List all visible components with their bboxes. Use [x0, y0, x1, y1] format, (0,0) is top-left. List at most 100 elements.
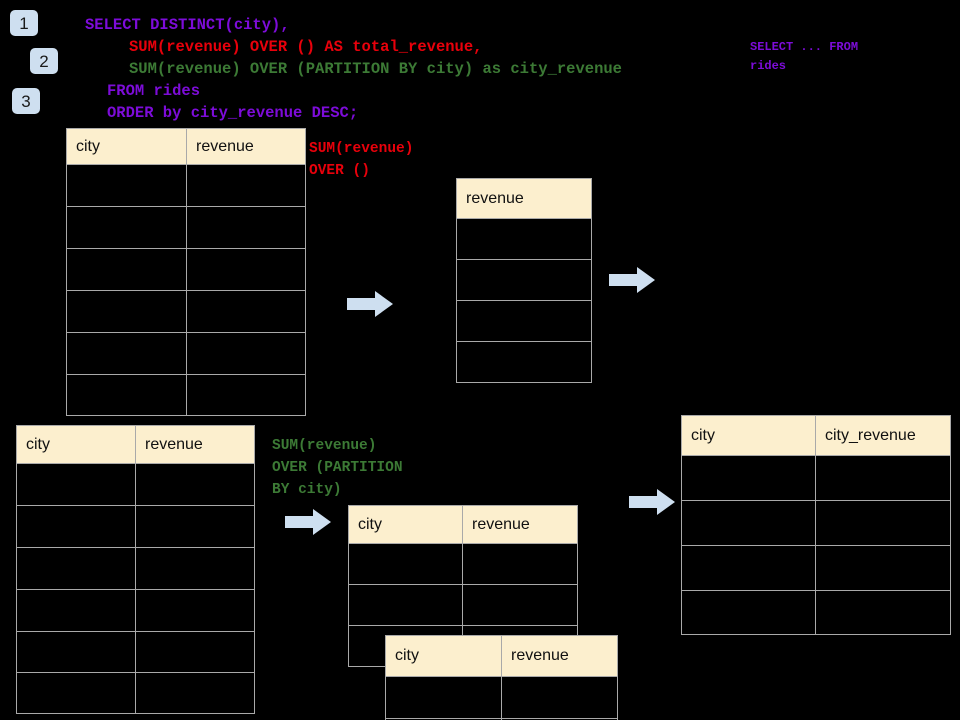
query-line-select: SELECT DISTINCT(city), [85, 16, 290, 34]
cell-revenue [135, 631, 255, 673]
cell-city [681, 545, 816, 591]
table-row [66, 206, 306, 249]
column-header-revenue: revenue [501, 635, 618, 677]
table-row [681, 455, 951, 501]
cell-revenue [501, 676, 618, 719]
column-header-city: city [348, 505, 463, 544]
column-header-city: city [66, 128, 187, 165]
table-row [16, 631, 255, 673]
table-row [16, 547, 255, 590]
step-badge-1: 1 [10, 10, 38, 36]
cell-city-revenue [815, 545, 951, 591]
cell-city [66, 332, 187, 375]
table-header-row: revenue [456, 178, 592, 219]
cell-revenue [135, 547, 255, 590]
annotation-sum-over-partition: SUM(revenue) OVER (PARTITION BY city) [272, 438, 403, 498]
cell-city [66, 248, 187, 291]
cell-city [16, 463, 136, 506]
cell-revenue [186, 206, 306, 249]
table-row [456, 218, 592, 260]
table-source-top: city revenue [66, 128, 306, 416]
cell-revenue [456, 259, 592, 301]
arrow-right-icon-source-to-total [347, 291, 393, 317]
cell-city [66, 290, 187, 333]
table-partition-front: city revenue [385, 635, 618, 720]
cell-revenue [462, 543, 578, 585]
table-row [66, 374, 306, 416]
cell-city [16, 505, 136, 548]
query-line-order-by: ORDER by city_revenue DESC; [107, 104, 359, 122]
cell-revenue [186, 248, 306, 291]
query-line-from: FROM rides [107, 82, 201, 100]
cell-city [348, 584, 463, 626]
annotation-select-from-rides: SELECT ... FROM rides [750, 40, 859, 73]
arrow-right-icon-total-to-result [609, 267, 655, 293]
table-result: city city_revenue [681, 415, 951, 635]
table-row [16, 505, 255, 548]
table-row [681, 500, 951, 546]
step-badge-1-label: 1 [19, 13, 29, 33]
cell-city [66, 206, 187, 249]
column-header-revenue: revenue [186, 128, 306, 165]
table-header-row: city revenue [66, 128, 306, 165]
cell-city [16, 672, 136, 714]
cell-city [66, 164, 187, 207]
cell-revenue [456, 341, 592, 383]
step-badge-3: 3 [12, 88, 40, 114]
cell-revenue [135, 463, 255, 506]
column-header-city: city [681, 415, 816, 456]
cell-city [16, 589, 136, 632]
table-header-row: city revenue [348, 505, 578, 544]
table-row [16, 589, 255, 632]
cell-city [16, 547, 136, 590]
table-row [681, 545, 951, 591]
step-badge-3-label: 3 [21, 91, 31, 111]
table-header-row: city revenue [16, 425, 255, 464]
column-header-revenue: revenue [456, 178, 592, 219]
cell-revenue [186, 290, 306, 333]
cell-city [681, 455, 816, 501]
query-line-city-revenue: SUM(revenue) OVER (PARTITION BY city) as… [129, 60, 622, 78]
table-row [66, 290, 306, 333]
column-header-city: city [385, 635, 502, 677]
query-line-total-revenue: SUM(revenue) OVER () AS total_revenue, [129, 38, 483, 56]
table-row [16, 672, 255, 714]
cell-revenue [456, 300, 592, 342]
table-total-revenue: revenue [456, 178, 592, 383]
table-row [16, 463, 255, 506]
table-row [681, 590, 951, 635]
column-header-revenue: revenue [135, 425, 255, 464]
table-row [456, 341, 592, 383]
table-source-bottom: city revenue [16, 425, 255, 714]
arrow-right-icon-partition-to-result [629, 489, 675, 515]
table-row [66, 332, 306, 375]
cell-revenue [186, 164, 306, 207]
table-row [348, 584, 578, 626]
cell-revenue [135, 672, 255, 714]
step-badge-2-label: 2 [39, 51, 49, 71]
table-row [456, 259, 592, 301]
table-row [456, 300, 592, 342]
cell-city-revenue [815, 500, 951, 546]
table-row [66, 248, 306, 291]
cell-revenue [135, 589, 255, 632]
column-header-revenue: revenue [462, 505, 578, 544]
table-row [348, 543, 578, 585]
table-header-row: city revenue [385, 635, 618, 677]
arrow-right-icon-source-to-partition [285, 509, 331, 535]
cell-revenue [186, 332, 306, 375]
cell-revenue [456, 218, 592, 260]
table-row [66, 164, 306, 207]
cell-city [681, 590, 816, 635]
cell-city [348, 543, 463, 585]
cell-revenue [186, 374, 306, 416]
cell-revenue [135, 505, 255, 548]
cell-city [681, 500, 816, 546]
table-row [385, 718, 618, 720]
column-header-city: city [16, 425, 136, 464]
table-header-row: city city_revenue [681, 415, 951, 456]
column-header-city-revenue: city_revenue [815, 415, 951, 456]
cell-city [16, 631, 136, 673]
cell-revenue [501, 718, 618, 720]
